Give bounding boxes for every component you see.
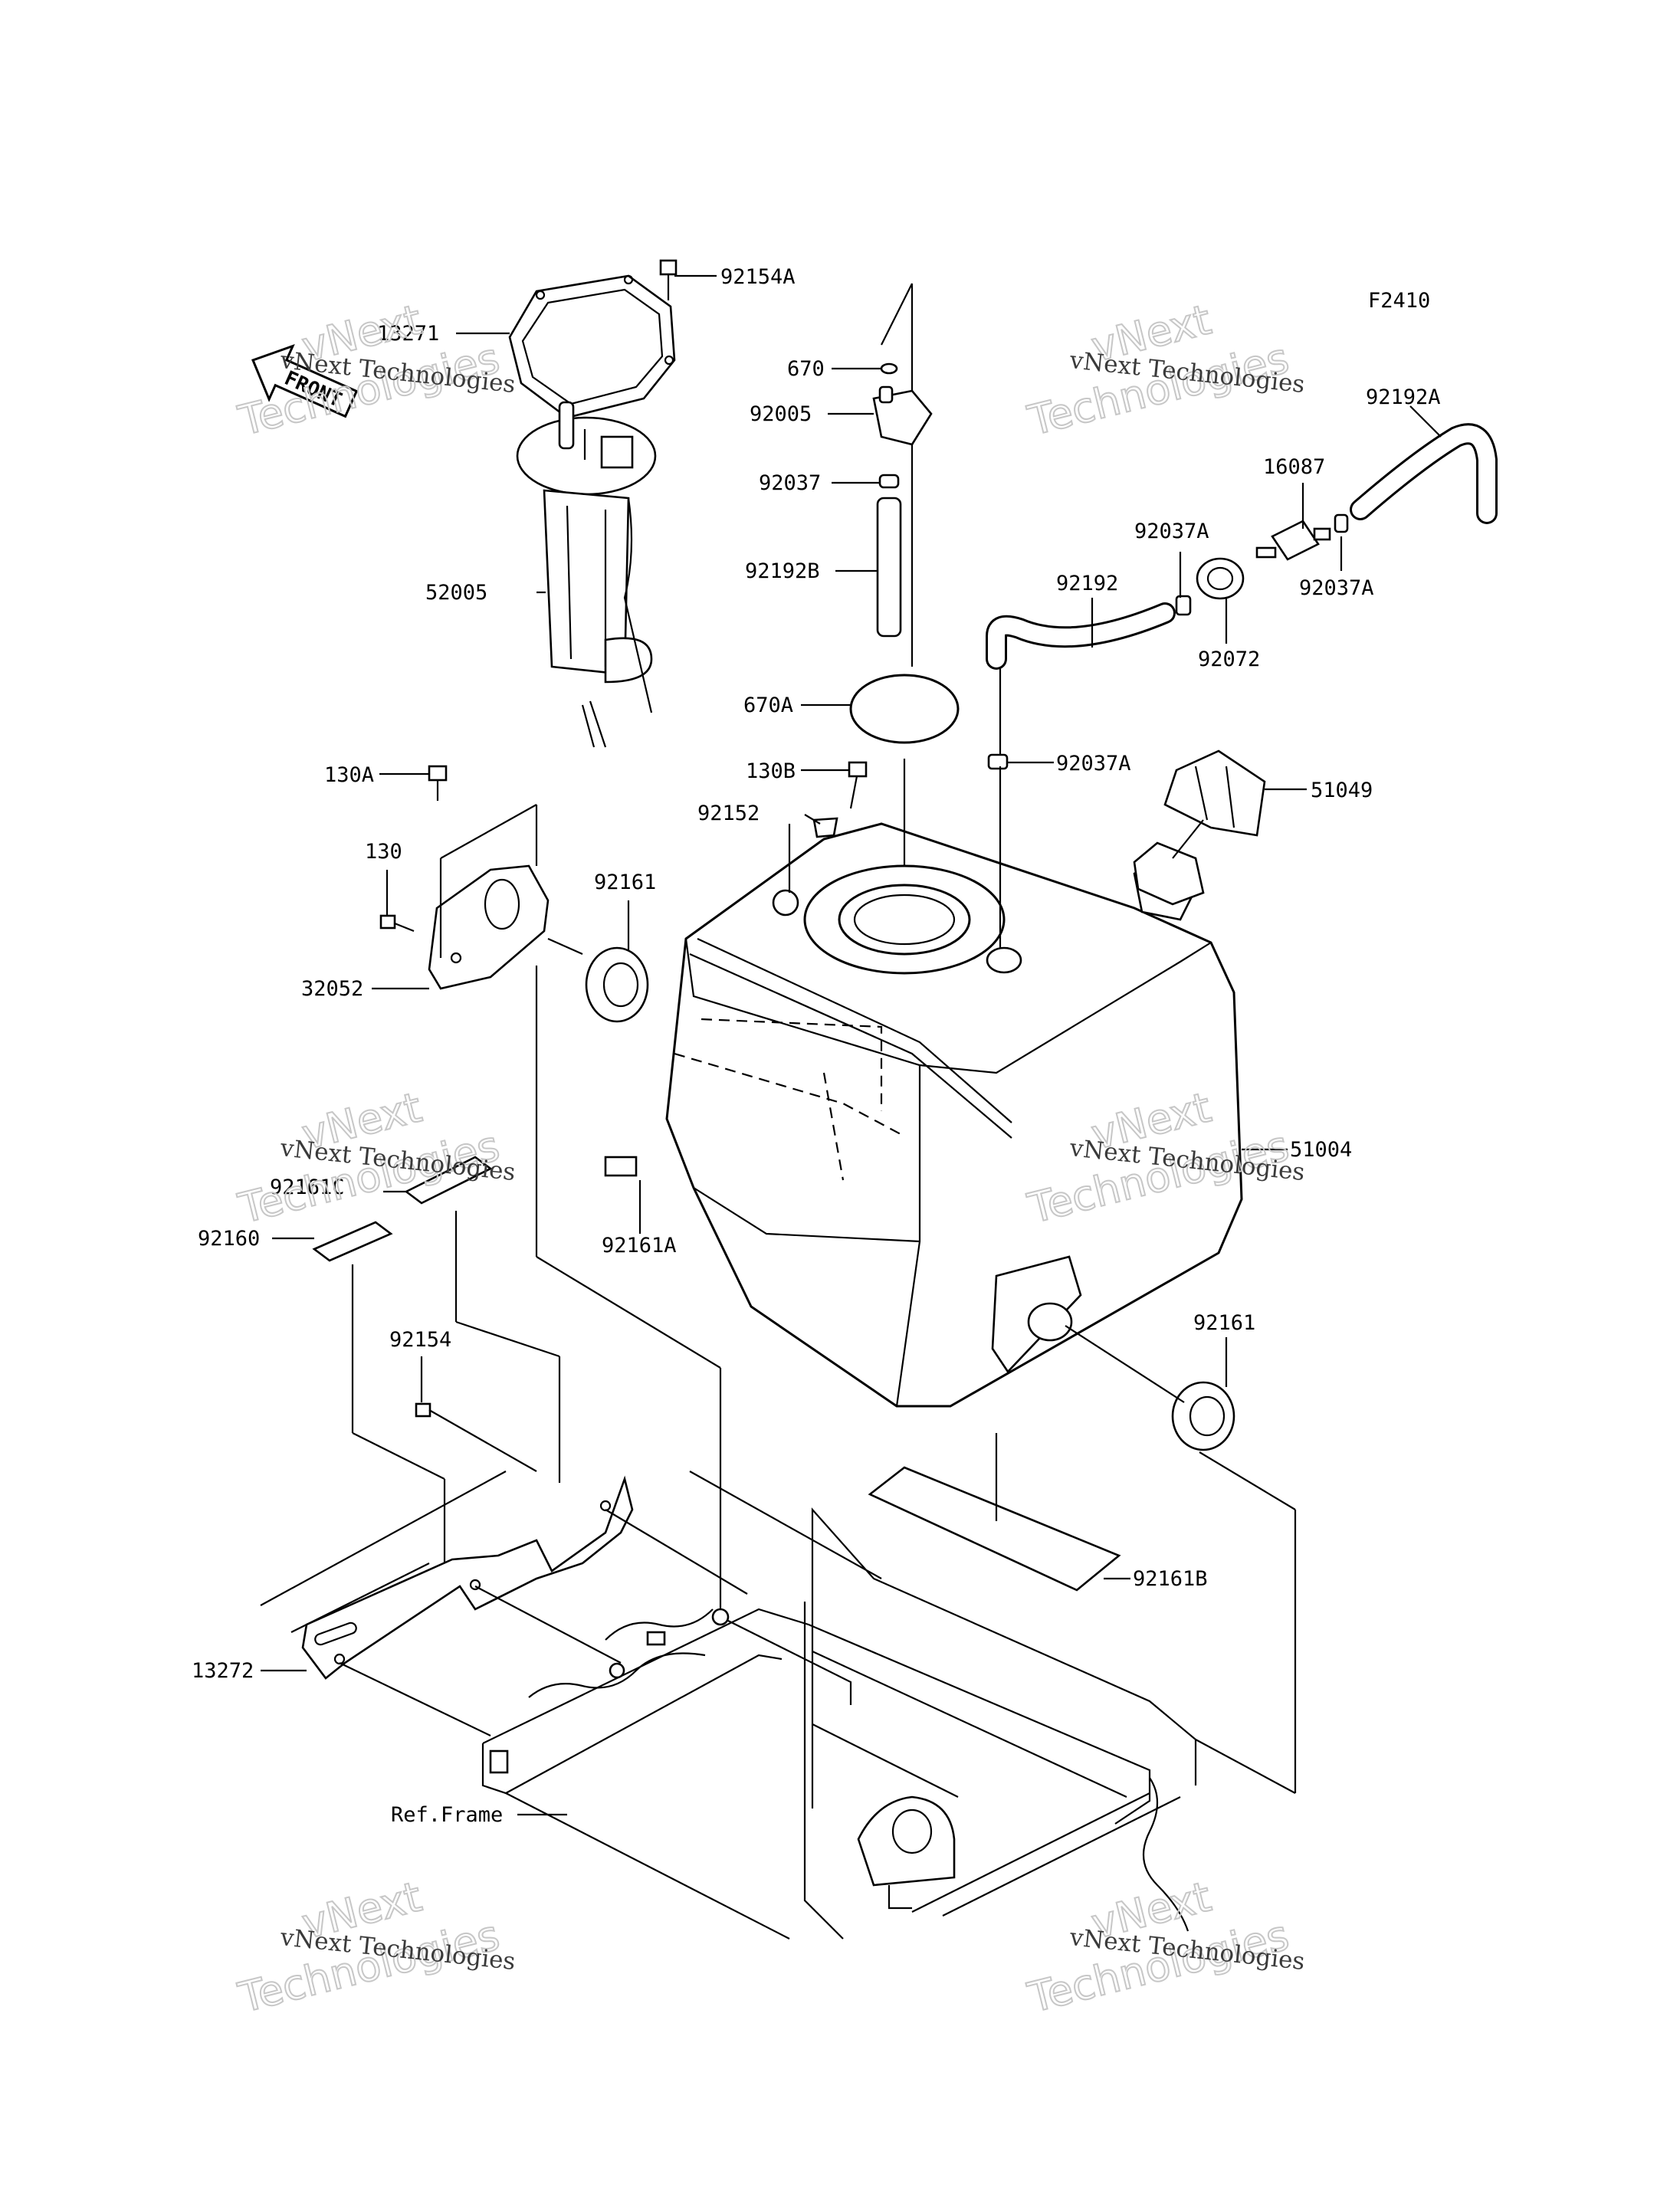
label-130A[interactable]: 130A [324,763,374,787]
clamp-92037A-right[interactable] [1334,513,1349,533]
label-92037[interactable]: 92037 [759,471,821,495]
pad-92161B[interactable] [868,1466,1121,1592]
label-92161A[interactable]: 92161A [602,1234,677,1258]
label-51049[interactable]: 51049 [1311,779,1373,802]
label-92154[interactable]: 92154 [389,1328,451,1352]
vent-valve-92005[interactable] [872,385,933,446]
leader-lines [261,274,1442,1816]
pad-92160[interactable] [312,1221,393,1262]
watermark-bottom-right: vNext Technologies vNext Technologies [1022,1871,1306,2023]
label-92161C[interactable]: 92161C [270,1176,345,1199]
part-labels: 92154A 13271 52005 670 92005 92037 92192… [192,265,1441,1827]
label-92037A-3[interactable]: 92037A [1056,752,1131,776]
clamp-92037A-lower[interactable] [987,753,1009,770]
grommet-92161-upper[interactable] [585,946,649,1023]
fuel-pump-52005[interactable] [516,401,657,713]
label-92161B[interactable]: 92161B [1133,1567,1208,1591]
watermark-top-right: vNext Technologies vNext Technologies [1022,294,1306,446]
watermark-middle-right: vNext Technologies vNext Technologies [1022,1082,1306,1234]
watermark-bottom-left: vNext Technologies vNext Technologies [233,1871,517,2023]
filler-neck [1133,841,1205,906]
label-670A[interactable]: 670A [743,694,793,717]
joint-92072[interactable] [1196,557,1245,600]
bracket-32052[interactable] [428,864,550,990]
bolt-130A[interactable] [428,765,448,801]
label-670[interactable]: 670 [787,357,825,381]
pad-92161C[interactable] [404,1156,493,1205]
fuel-pump-gasket-13271[interactable] [508,274,676,419]
label-92192[interactable]: 92192 [1056,572,1118,595]
bolt-130B[interactable] [848,761,868,809]
ref-frame [481,1471,1197,1940]
bracket-13272[interactable] [301,1475,634,1680]
label-13271[interactable]: 13271 [377,322,439,346]
label-92037A-1[interactable]: 92037A [1134,520,1209,543]
label-52005[interactable]: 52005 [425,581,487,605]
fuel-cap-51049[interactable] [1163,749,1266,837]
label-92072[interactable]: 92072 [1198,648,1260,671]
label-16087[interactable]: 16087 [1263,455,1325,479]
clamp-92037A-left[interactable] [1175,595,1192,616]
label-13272[interactable]: 13272 [192,1659,254,1683]
label-92037A-2[interactable]: 92037A [1299,576,1374,600]
label-92005[interactable]: 92005 [750,402,812,426]
label-92192A[interactable]: 92192A [1366,385,1441,409]
fuel-filter-16087[interactable] [1255,520,1331,561]
hose-92192[interactable] [986,602,1176,670]
hose-92192B[interactable] [876,497,902,638]
figure-code: F2410 [1368,289,1430,313]
watermark-middle-left: vNext Technologies vNext Technologies [233,1082,517,1234]
bolt-130[interactable] [379,914,415,933]
grommet-92161-lower[interactable] [1171,1381,1235,1451]
hose-92192A[interactable] [1350,423,1498,524]
o-ring-670A[interactable] [849,674,960,744]
o-ring-670[interactable] [880,362,898,375]
label-32052[interactable]: 32052 [301,977,363,1001]
bolt-92154A[interactable] [659,259,678,300]
label-130[interactable]: 130 [365,840,402,864]
clamp-92037[interactable] [878,474,900,489]
label-92161-2[interactable]: 92161 [1193,1311,1255,1335]
label-92152[interactable]: 92152 [697,802,760,825]
watermark-top-left: vNext Technologies vNext Technologies [233,294,517,446]
label-92161-1[interactable]: 92161 [594,871,656,894]
bolt-92154[interactable] [415,1402,537,1472]
label-92192B[interactable]: 92192B [745,559,820,583]
label-130B[interactable]: 130B [746,759,796,783]
collar-92152[interactable] [812,817,838,838]
label-51004[interactable]: 51004 [1290,1138,1352,1162]
label-92154A[interactable]: 92154A [720,265,796,289]
cushion-92161A[interactable] [604,1156,638,1177]
label-ref-frame[interactable]: Ref.Frame [391,1803,503,1827]
label-92160[interactable]: 92160 [198,1227,260,1251]
